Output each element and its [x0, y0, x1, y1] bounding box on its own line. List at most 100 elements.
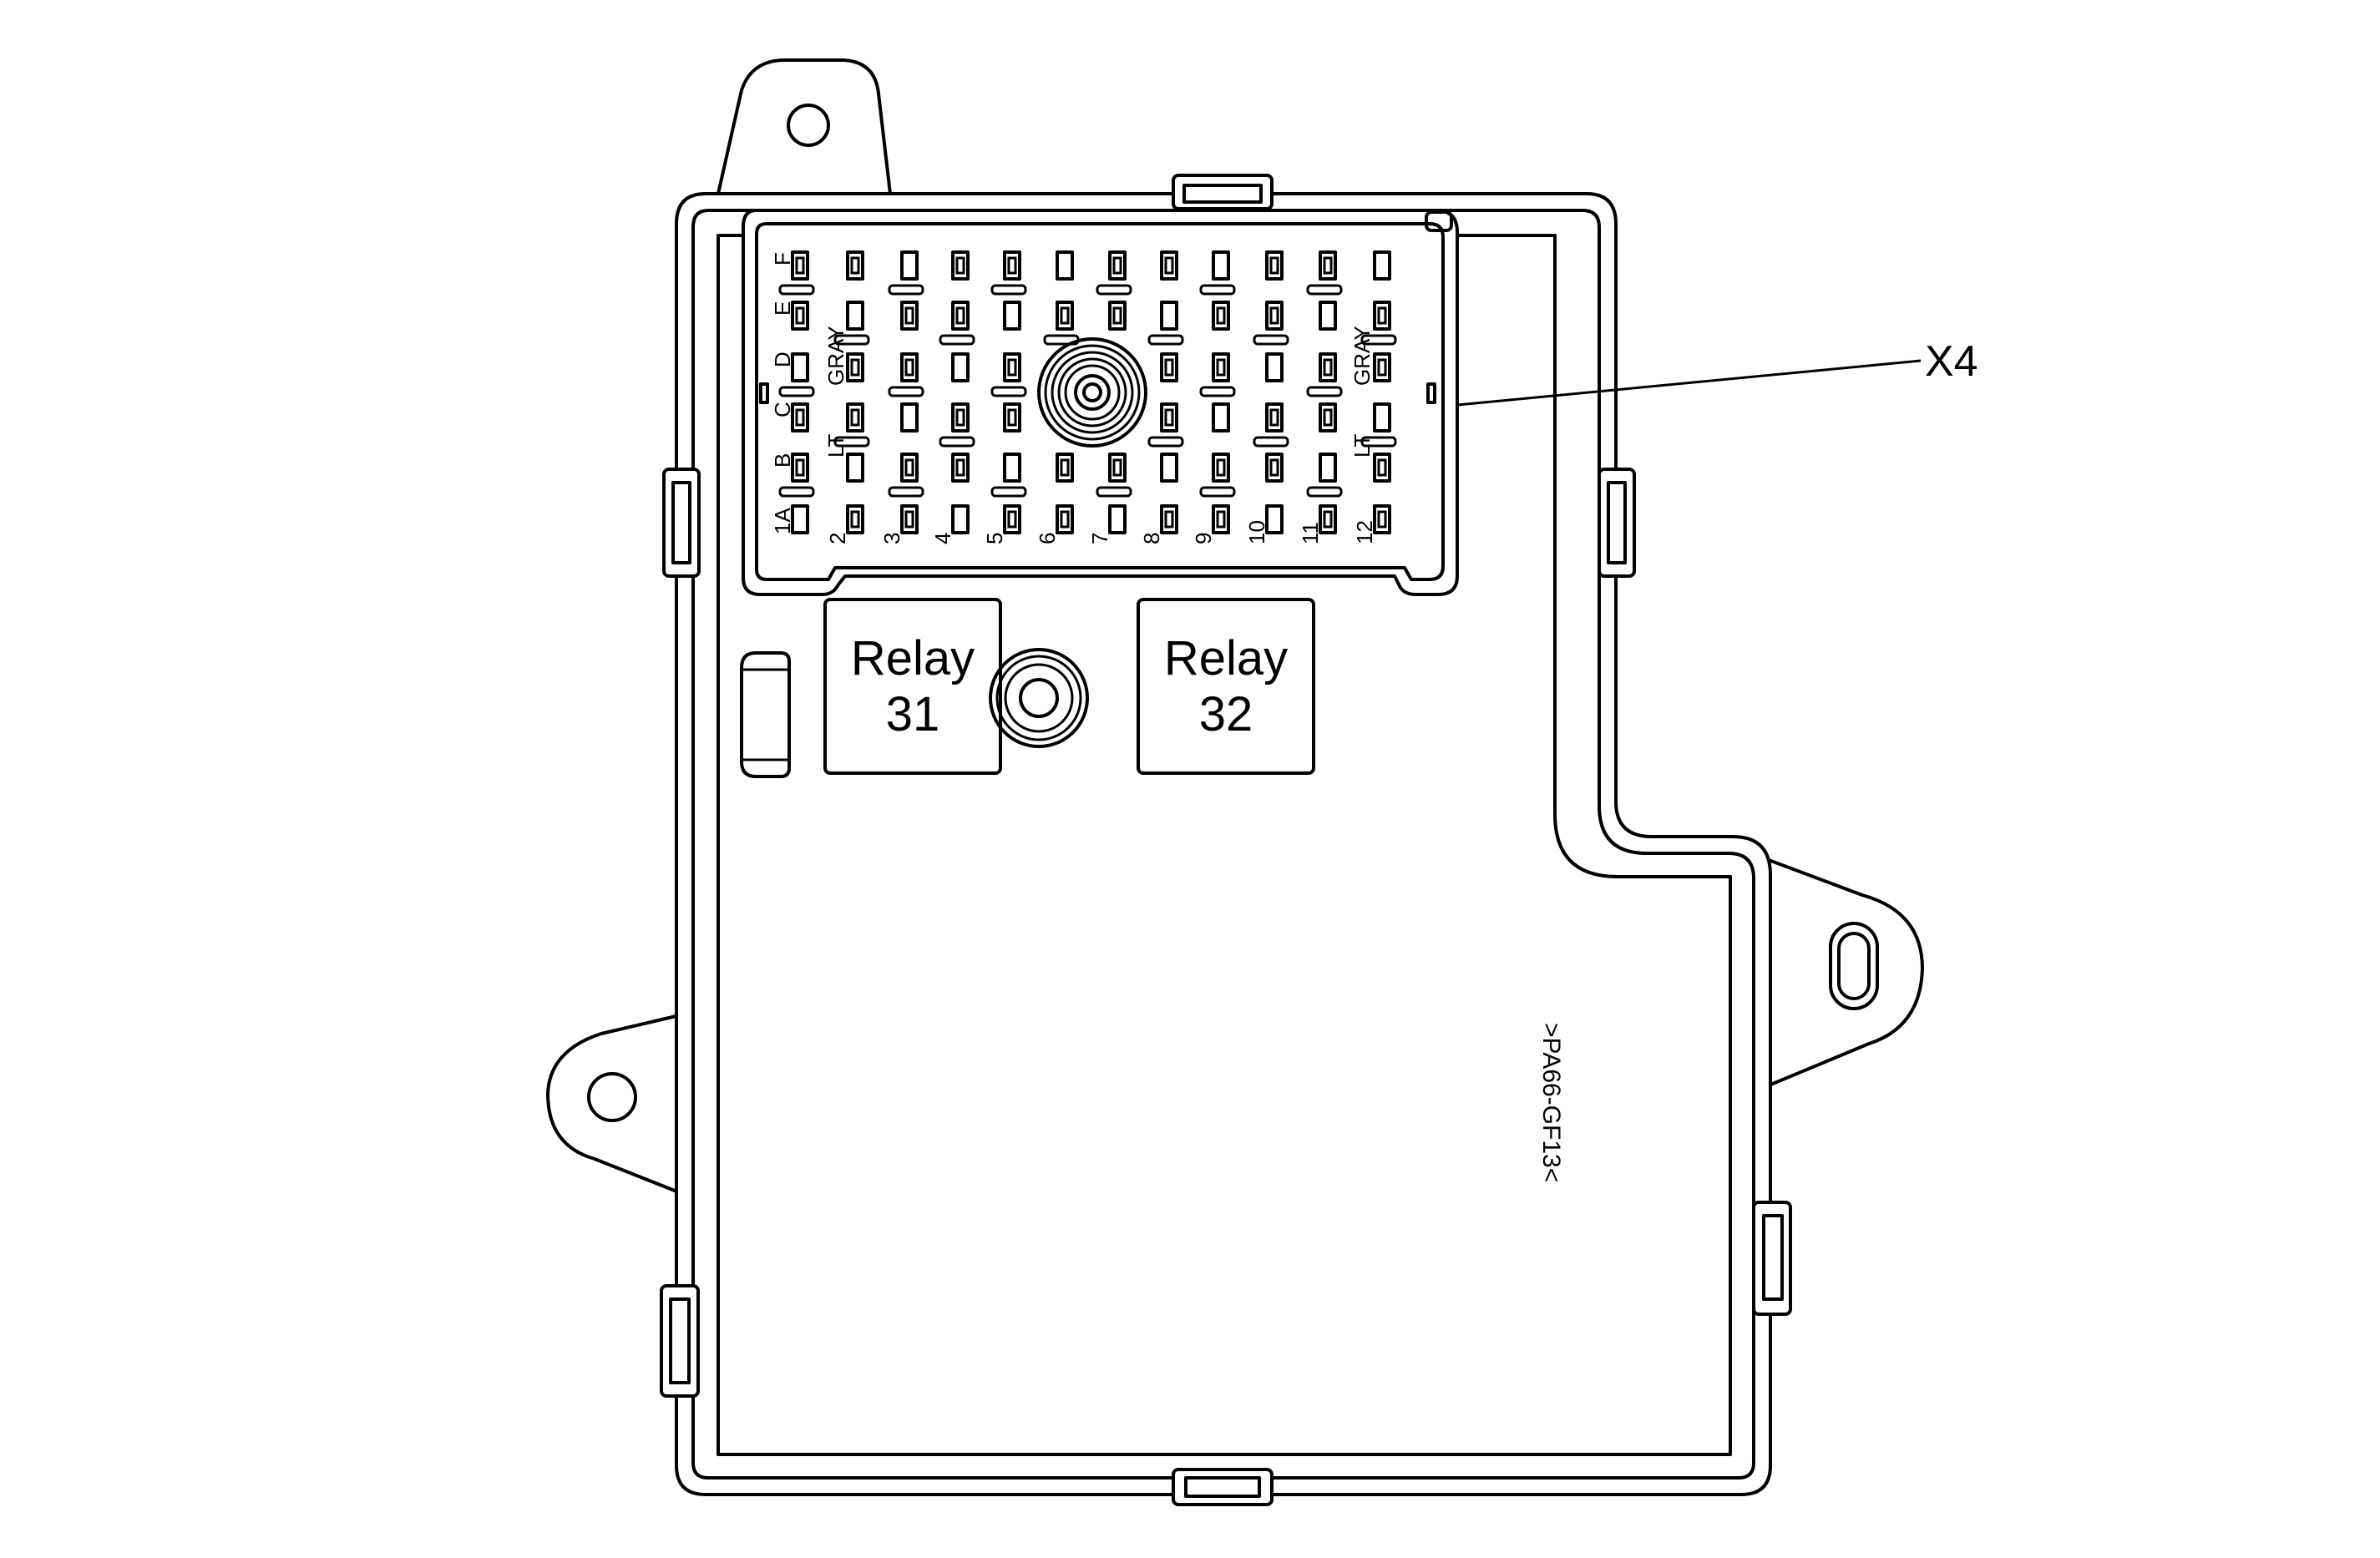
pin-cavity: [846, 504, 864, 534]
relay-31-number: 31: [886, 687, 940, 741]
column-label-6: 6: [1035, 533, 1060, 544]
left-mounting-tab: [546, 1013, 685, 1196]
pin-cavity: [951, 453, 970, 483]
pin-lock-bar: [1096, 486, 1132, 498]
row-label-e: E: [770, 301, 795, 316]
connector-boss: [1037, 337, 1147, 448]
pin-lock-bar: [1306, 386, 1343, 397]
pin-lock-bar: [1360, 334, 1397, 346]
relay-32-number: 32: [1199, 687, 1253, 741]
pin-lock-bar: [1360, 436, 1397, 448]
pin-cavity: [1265, 504, 1284, 534]
pin-cavity: [1373, 250, 1391, 281]
bottom-latch: [1172, 1468, 1274, 1506]
row-label-c: C: [770, 402, 795, 417]
pin-lock-bar: [888, 284, 924, 296]
pin-cavity: [1160, 352, 1178, 382]
pin-cavity: [791, 402, 809, 432]
row-label-b: B: [770, 453, 795, 468]
pin-cavity: [1212, 301, 1230, 331]
pin-cavity: [1319, 250, 1337, 281]
pin-cavity: [1056, 301, 1074, 331]
pin-cavity: [1212, 402, 1230, 432]
pin-lock-bar: [1306, 486, 1343, 498]
pin-cavity: [1160, 504, 1178, 534]
column-label-12: 12: [1352, 520, 1377, 544]
column-label-8: 8: [1139, 533, 1164, 544]
right-lower-latch: [1752, 1201, 1792, 1316]
pin-cavity: [1056, 250, 1074, 281]
pin-cavity: [1212, 352, 1230, 382]
pin-cavity: [1319, 504, 1337, 534]
wire-color-left-line2: GRAY: [823, 326, 848, 386]
x4-callout-label: X4: [1925, 337, 1978, 386]
pin-cavity: [1265, 301, 1284, 331]
pin-cavity: [1003, 250, 1021, 281]
molding-mark: >PA66-GF13<: [1537, 1023, 1565, 1182]
pin-cavity: [1160, 402, 1178, 432]
top-latch: [1172, 174, 1274, 210]
pin-cavity: [846, 301, 864, 331]
pin-cavity: [1319, 453, 1337, 483]
pin-cavity: [846, 250, 864, 281]
pin-lock-bar: [1306, 284, 1343, 296]
pin-cavity: [1056, 504, 1074, 534]
row-label-f: F: [770, 252, 795, 266]
pin-cavity: [1003, 453, 1021, 483]
pin-cavity: [1265, 453, 1284, 483]
row-label-1a: 1A: [770, 508, 795, 534]
wire-color-right-line1: LT: [1350, 433, 1375, 458]
relay-32: Relay 32: [1137, 598, 1315, 775]
pin-lock-bar: [939, 436, 975, 448]
pin-lock-bar: [1147, 334, 1184, 346]
pin-cavity: [1003, 352, 1021, 382]
pin-lock-bar: [833, 436, 870, 448]
pin-cavity: [1108, 250, 1127, 281]
pin-cavity: [1373, 504, 1391, 534]
pin-cavity: [900, 453, 919, 483]
column-label-4: 4: [930, 533, 955, 544]
pin-cavity: [951, 504, 970, 534]
wire-clip-slot: [740, 651, 791, 778]
pin-cavity: [1319, 402, 1337, 432]
right-mounting-tab: [1767, 858, 1924, 1087]
pin-cavity: [1373, 402, 1391, 432]
pin-cavity: [1319, 352, 1337, 382]
pin-cavity: [900, 402, 919, 432]
pin-cavity: [900, 301, 919, 331]
pin-cavity: [846, 352, 864, 382]
pin-lock-bar: [1199, 284, 1236, 296]
pin-cavity: [791, 250, 809, 281]
wire-color-left: LT GRAY: [823, 326, 848, 458]
pin-cavity: [1108, 301, 1127, 331]
pin-cavity: [1160, 453, 1178, 483]
pin-cavity: [1160, 301, 1178, 331]
pin-cavity: [1003, 402, 1021, 432]
pin-cavity: [1212, 453, 1230, 483]
wire-color-right: LT GRAY: [1350, 326, 1375, 458]
pin-cavity: [900, 504, 919, 534]
pin-cavity: [1265, 402, 1284, 432]
x4-connector: [742, 209, 1459, 596]
column-label-9: 9: [1191, 533, 1216, 544]
pin-cavity: [1160, 250, 1178, 281]
pin-cavity: [1265, 352, 1284, 382]
pin-cavity: [1108, 504, 1127, 534]
pin-lock-bar: [939, 334, 975, 346]
pin-cavity: [1003, 504, 1021, 534]
pin-cavity: [1373, 453, 1391, 483]
pin-cavity: [1373, 301, 1391, 331]
top-mounting-tab: [717, 58, 892, 195]
relay-31-label: Relay: [851, 631, 975, 685]
relay-32-label: Relay: [1164, 631, 1288, 685]
pin-lock-bar: [778, 386, 815, 397]
mounting-stud: [989, 648, 1089, 748]
pin-lock-bar: [1199, 486, 1236, 498]
right-upper-latch: [1598, 468, 1636, 578]
pin-cavity: [1265, 250, 1284, 281]
pin-lock-bar: [1147, 436, 1184, 448]
pin-cavity: [951, 352, 970, 382]
pin-lock-bar: [1199, 386, 1236, 397]
